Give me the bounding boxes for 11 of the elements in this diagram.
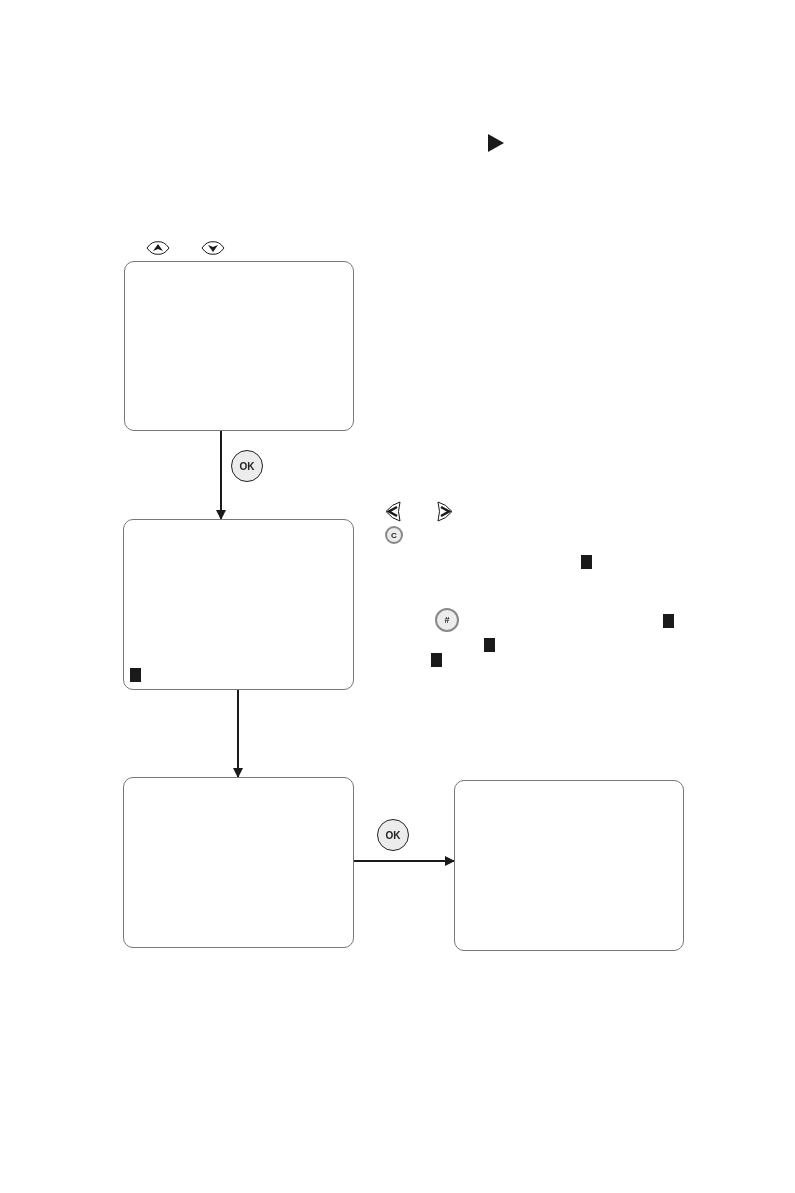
arrow — [353, 856, 455, 866]
ok-key-icon: OK — [231, 450, 263, 482]
screen-box — [454, 780, 684, 951]
ok-key-icon: OK — [377, 819, 409, 851]
screen-box — [123, 777, 354, 948]
clear-key-icon: C — [385, 526, 403, 544]
arrow — [233, 689, 243, 778]
hash-key-icon: # — [435, 608, 459, 632]
arrow — [216, 430, 226, 520]
screen-box — [123, 519, 354, 690]
screen-box — [124, 261, 354, 431]
